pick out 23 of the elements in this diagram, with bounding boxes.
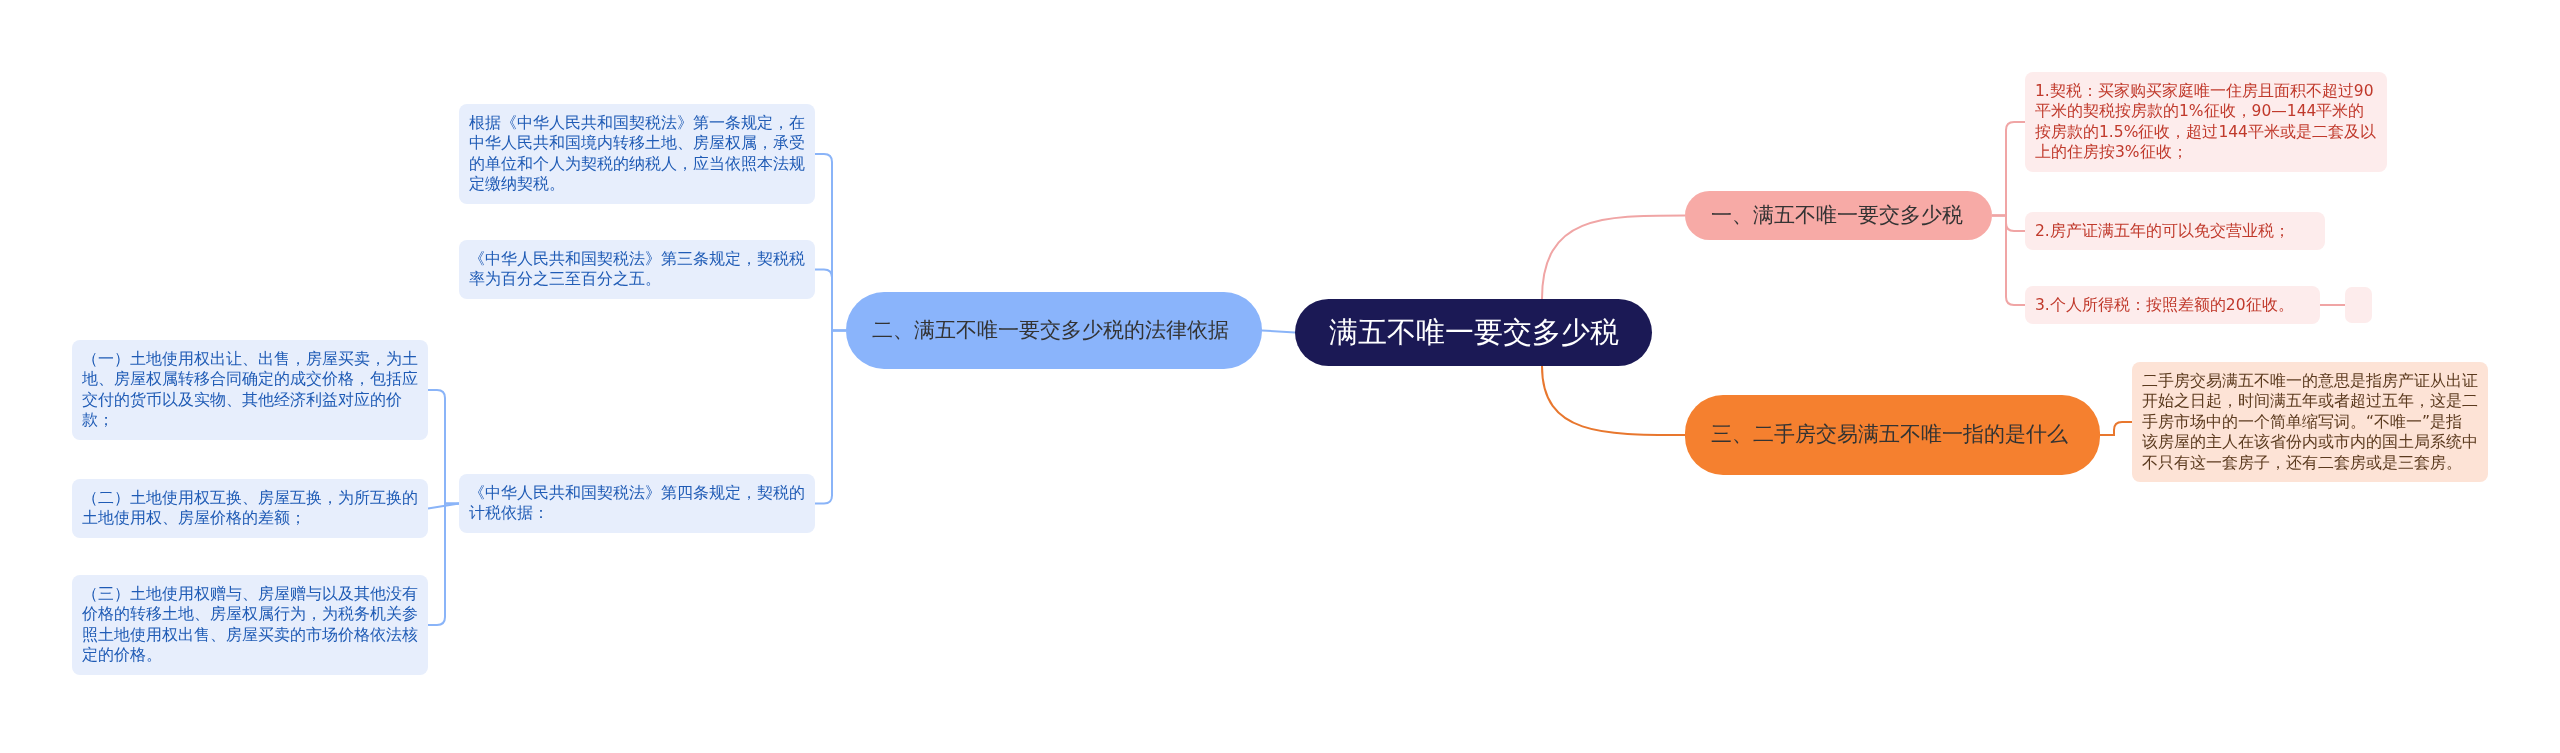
connector-line <box>814 329 847 505</box>
topic-box: 二、满五不唯一要交多少税的法律依据 <box>846 292 1262 369</box>
note-box: 《中华人民共和国契税法》第三条规定，契税税率为百分之三至百分之五。 <box>459 240 815 299</box>
note-box: 二手房交易满五不唯一的意思是指房产证从出证开始之日起，时间满五年或者超过五年，这是二手房市场中的一个简单缩写词。“不唯一”是指该房屋的主人在该省份内或市内的国土局系统中不只有这一套房子，还有二套房或是三套房。 <box>2132 362 2488 483</box>
note-box: （二）土地使用权互换、房屋互换，为所互换的土地使用权、房屋价格的差额； <box>72 479 428 538</box>
note-box: 根据《中华人民共和国契税法》第一条规定，在中华人民共和国境内转移土地、房屋权属，承受的单位和个人为契税的纳税人，应当依照本法规定缴纳契税。 <box>459 104 815 204</box>
connector-line <box>2319 304 2346 306</box>
topic-box: 一、满五不唯一要交多少税 <box>1685 191 1992 240</box>
connector-line <box>2099 421 2133 436</box>
connector-line <box>1261 329 1296 334</box>
note-box: （一）土地使用权出让、出售，房屋买卖，为土地、房屋权属转移合同确定的成交价格，包括应交付的货币以及实物、其他经济利益对应的价款； <box>72 340 428 440</box>
empty-box <box>2345 287 2372 323</box>
central-topic: 满五不唯一要交多少税 <box>1295 299 1652 366</box>
note-box: （三）土地使用权赠与、房屋赠与以及其他没有价格的转移土地、房屋权属行为，为税务机关参照土地使用权出售、房屋买卖的市场价格依法核定的价格。 <box>72 575 428 675</box>
note-box: 1.契税：买家购买家庭唯一住房且面积不超过90平米的契税按房款的1%征收，90—144平米的按房款的1.5%征收，超过144平米或是二套及以上的住房按3%征收； <box>2025 72 2387 172</box>
connector-line <box>427 502 460 626</box>
connector-line <box>1541 214 1686 300</box>
note-box: 3.个人所得税：按照差额的20征收。 <box>2025 286 2320 325</box>
connector-line <box>1991 214 2026 306</box>
note-box: 《中华人民共和国契税法》第四条规定，契税的计税依据： <box>459 474 815 533</box>
connector-line <box>1541 365 1686 436</box>
topic-box: 三、二手房交易满五不唯一指的是什么 <box>1685 395 2100 475</box>
note-box: 2.房产证满五年的可以免交营业税； <box>2025 212 2325 251</box>
